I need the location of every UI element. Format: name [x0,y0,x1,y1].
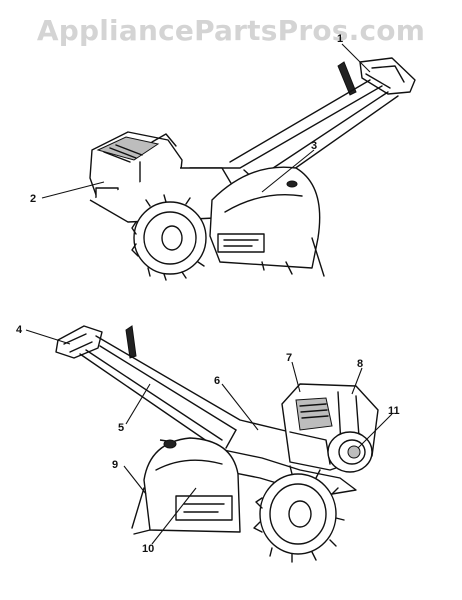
handlebar-lower [79,335,291,449]
callout-labels: 1 2 3 4 5 6 7 8 9 10 11 [16,33,400,555]
handle-grip-lower [55,325,103,359]
callout-4: 4 [16,324,23,336]
lower-tiller-drawing [55,325,379,563]
wheel-lower [253,465,345,563]
wheel-upper [131,194,207,281]
callout-1: 1 [337,33,343,45]
tine-hood-upper [209,166,325,277]
watermark: AppliancePartsPros.com [36,14,426,47]
callout-leaders [25,43,393,545]
callout-10: 10 [142,543,154,555]
callout-11: 11 [388,405,400,417]
upper-tiller-drawing [89,57,416,281]
callout-3: 3 [311,140,317,152]
callout-8: 8 [357,358,363,370]
shift-lever-lower [125,325,137,359]
handle-grip-upper [359,57,416,95]
callout-2: 2 [30,193,36,205]
shift-lever-upper [337,61,357,96]
callout-6: 6 [214,375,220,387]
callout-7: 7 [286,352,292,364]
callout-5: 5 [118,422,124,434]
tine-hood-lower [131,437,241,535]
pulley-lower [327,431,373,473]
callout-9: 9 [112,459,118,471]
